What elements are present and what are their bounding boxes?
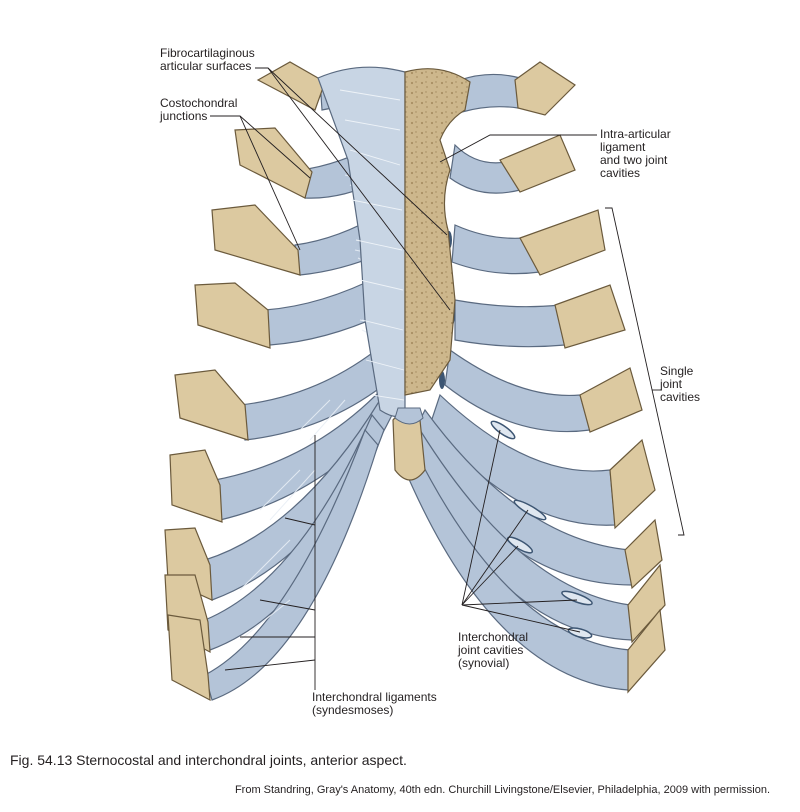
left-bony-ribs [164, 61, 326, 702]
figure-caption: Fig. 54.13 Sternocostal and interchondra… [10, 752, 407, 768]
right-bony-ribs [499, 61, 666, 694]
label-intra-articular-ligament: Intra-articular ligament and two joint c… [600, 127, 671, 180]
label-fibrocartilaginous-surfaces: Fibrocartilaginous articular surfaces [160, 46, 255, 73]
label-costochondral-junctions: Costochondral junctions [160, 96, 238, 123]
sternum [317, 66, 471, 481]
leader-lines [210, 67, 685, 690]
right-ribs [404, 61, 666, 694]
label-interchondral-joint-cavities: Interchondral joint cavities (synovial) [458, 630, 529, 670]
figure-credit: From Standring, Gray's Anatomy, 40th edn… [234, 784, 770, 796]
sternum-cut-section [404, 68, 471, 396]
right-costal-cartilages [404, 73, 633, 691]
thorax-diagram [164, 61, 685, 702]
label-interchondral-ligaments: Interchondral ligaments (syndesmoses) [312, 690, 437, 717]
label-single-joint-cavities: Single joint cavities [660, 364, 701, 404]
